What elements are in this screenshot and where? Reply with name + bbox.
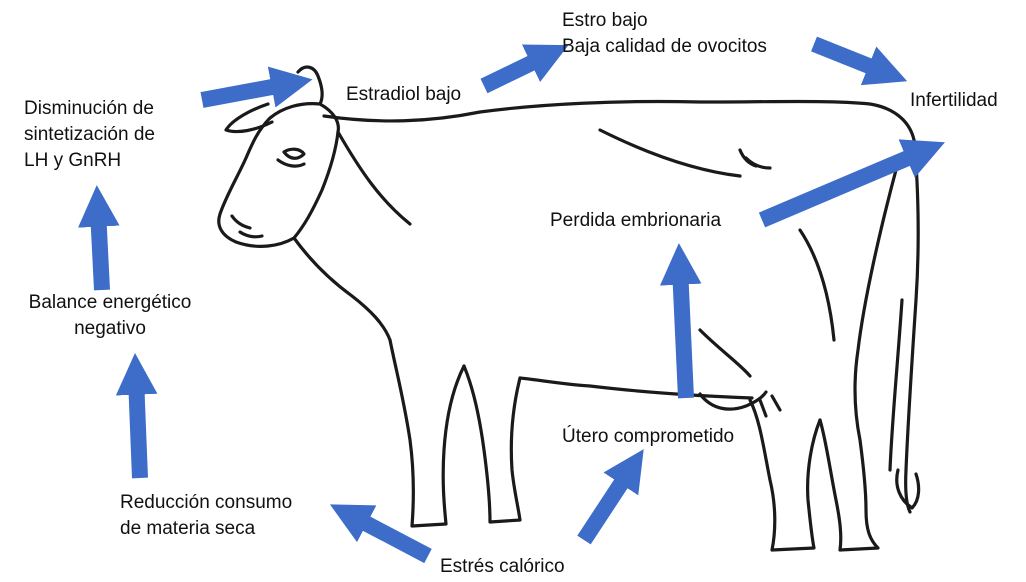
label-balance-line-2: negativo [12,316,208,342]
label-estro: Estro bajo Baja calidad de ovocitos [562,8,767,60]
label-lh-gnrh-line-3: LH y GnRH [24,148,155,174]
label-estres: Estrés calórico [440,554,565,580]
arrow-reduccion-to-balance [136,378,140,478]
label-balance-line-1: Balance energético [12,290,208,316]
label-estro-line-1: Estro bajo [562,8,767,34]
label-reduccion-line-2: de materia seca [120,516,292,542]
label-lh-gnrh: Disminución de sintetización de LH y GnR… [24,96,155,174]
label-reduccion: Reducción consumo de materia seca [120,490,292,542]
arrow-estres-to-reduccion [352,516,428,556]
label-lh-gnrh-line-2: sintetización de [24,122,155,148]
label-balance: Balance energético negativo [12,290,208,342]
label-utero: Útero comprometido [562,424,734,450]
label-estradiol: Estradiol bajo [346,82,461,108]
label-infertilidad: Infertilidad [910,88,998,114]
arrow-balance-to-lh [98,210,102,290]
label-perdida: Perdida embrionaria [550,208,721,234]
arrow-lh-to-estradiol [202,84,288,100]
label-lh-gnrh-line-1: Disminución de [24,96,155,122]
label-reduccion-line-1: Reducción consumo [120,490,292,516]
arrow-estro-to-infertilidad [814,44,884,72]
arrow-perdida-to-infertilidad [762,152,922,220]
arrow-estres-to-utero [584,470,630,540]
arrow-utero-to-perdida [680,268,686,398]
arrow-estradiol-to-estro [484,56,546,86]
label-estro-line-2: Baja calidad de ovocitos [562,34,767,60]
